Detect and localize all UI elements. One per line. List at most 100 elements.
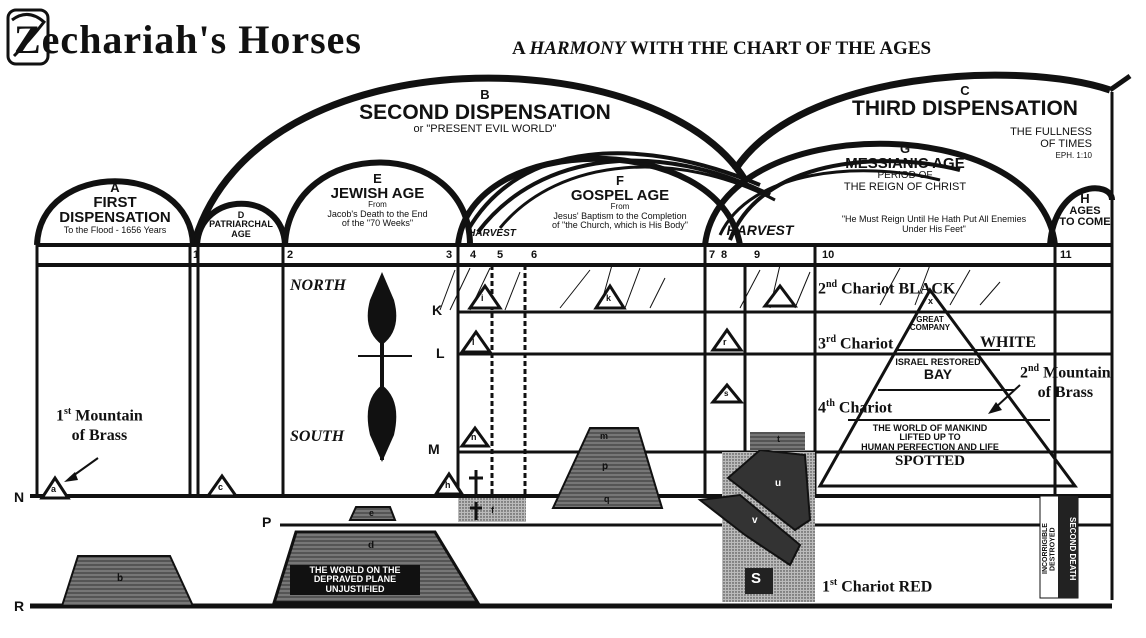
chariot2-sup: nd [826, 279, 838, 290]
messianic-quote-line2: Under His Feet" [902, 224, 966, 235]
third-note-line1: THE FULLNESS [1010, 126, 1092, 138]
compass-south: SOUTH [290, 428, 345, 445]
messianic-age-label: G MESSIANIC AGE PERIOD OF THE REIGN OF C… [800, 142, 1010, 193]
chariot1-text: Chariot RED [837, 578, 933, 596]
arch-third-dispensation [732, 71, 1112, 172]
chariot-2-black: 2nd Chariot BLACK [818, 279, 955, 298]
first-mountain-of-brass: 1st Mountain of Brass [56, 406, 143, 446]
harvest-label-2: HARVEST [726, 222, 794, 238]
second-mountain-of-brass: 2nd Mountain of Brass [1020, 363, 1111, 403]
chasm-u [726, 448, 812, 532]
figure-letter-r: r [723, 337, 727, 347]
figure-letter-v: v [752, 515, 758, 526]
cross-markers [469, 470, 483, 520]
column-number-1: 1 [193, 249, 200, 261]
third-note-ref: EPH. 1:10 [1055, 151, 1092, 161]
chasm-v [697, 493, 802, 567]
figure-letter-k: k [606, 293, 612, 303]
row-label-n: N [14, 489, 25, 505]
arch-jewish-age [282, 159, 473, 246]
figure-letter-s: s [724, 389, 729, 398]
second-dispensation-note: or "PRESENT EVIL WORLD" [413, 122, 557, 135]
chariot-3-white: WHITE [980, 334, 1037, 351]
column-number-3: 3 [446, 249, 453, 261]
row-label-p: P [262, 514, 272, 530]
compass-arrow [358, 272, 412, 462]
page-title: Zechariah's Horses [14, 17, 362, 62]
chariot1-num: 1 [822, 578, 830, 596]
mountain2-num: 2 [1020, 364, 1028, 382]
chariot-4: 4th Chariot [818, 398, 892, 417]
third-dispensation-label: C THIRD DISPENSATION [830, 84, 1100, 120]
figure-letter-p: p [602, 461, 609, 472]
jewish-note-line1: From [368, 200, 387, 210]
letter-e: E [373, 171, 382, 186]
mountain2-sup: nd [1028, 363, 1040, 374]
second-dispensation-label: B SECOND DISPENSATION or "PRESENT EVIL W… [330, 88, 640, 135]
chariot3-text: Chariot [836, 335, 894, 353]
column-number-5: 5 [497, 249, 504, 261]
patriarchal-line2: AGE [231, 228, 251, 239]
world-line1: THE WORLD OF MANKIND [872, 423, 988, 433]
plane-f [458, 498, 526, 522]
second-dispensation-name: SECOND DISPENSATION [359, 100, 611, 124]
subtitle-suffix: WITH THE CHART OF THE AGES [625, 38, 932, 59]
first-dispensation-line2: DISPENSATION [59, 209, 171, 227]
figure-letter-q: q [604, 494, 610, 504]
column-number-4: 4 [470, 249, 477, 261]
plane-e [348, 506, 397, 521]
chariot2-text: Chariot BLACK [837, 280, 956, 298]
jewish-note-line2: Jacob's Death to the End [327, 208, 428, 219]
gospel-note-line1: From [610, 202, 630, 212]
great-company-line1: GREAT [916, 315, 944, 324]
harvest-label-1: HARVEST [468, 228, 516, 239]
figure-letter-big-s: S [751, 570, 762, 587]
letter-h: H [1080, 191, 1090, 206]
bay-text: BAY [923, 366, 953, 383]
figure-letter-l: l [472, 337, 475, 347]
figure-letter-t: t [777, 434, 780, 444]
figure-letter-d: d [368, 540, 375, 551]
letter-g: G [899, 141, 911, 156]
chariot-1-red: 1st Chariot RED [822, 577, 932, 596]
column-number-11: 11 [1060, 249, 1072, 261]
third-note-line2: OF TIMES [1040, 138, 1092, 151]
great-company-label: GREAT COMPANY [900, 315, 960, 333]
column-number-8: 8 [721, 249, 728, 261]
compass-north: NORTH [290, 277, 346, 294]
chariot4-text: Chariot [834, 399, 893, 417]
chariot4-sup: th [826, 398, 835, 409]
figure-letter-m: m [600, 431, 609, 441]
mountain2-line3: of Brass [1037, 384, 1094, 402]
spotted-text: SPOTTED [894, 453, 966, 470]
chariot4-num: 4 [818, 399, 826, 417]
mountain1-line2: Mountain [71, 407, 143, 425]
column-number-6: 6 [531, 249, 538, 261]
row-label-r: R [14, 598, 25, 614]
column-number-7: 7 [709, 249, 716, 261]
gospel-age-label: F GOSPEL AGE From Jesus' Baptism to the … [530, 174, 710, 231]
great-company-line2: COMPANY [909, 323, 951, 333]
logo-ornament [6, 8, 50, 66]
plane-b [60, 555, 195, 607]
first-dispensation-label: A FIRST DISPENSATION To the Flood - 1656… [42, 181, 188, 236]
figure-letter-n: n [471, 432, 477, 442]
jewish-age-name: JEWISH AGE [330, 184, 425, 202]
figure-letter-e: e [369, 508, 375, 518]
third-dispensation-notes: THE FULLNESS OF TIMES EPH. 1:10 [990, 126, 1092, 161]
figure-letter-x: x [928, 296, 934, 306]
plane-text-line2: DEPRAVED PLANE UNJUSTIFIED [313, 574, 397, 594]
patriarchal-line1: PATRIARCHAL [209, 219, 273, 230]
figure-letter-h: h [445, 480, 451, 490]
world-line2: LIFTED UP TO [899, 432, 961, 443]
ages-to-come-line2: TO COME [1059, 216, 1111, 229]
triangle-markers [39, 283, 798, 500]
pyramid-outline [817, 287, 1078, 488]
figure-letter-i: i [481, 293, 484, 303]
patriarchal-age-label: D PATRIARCHAL AGE [200, 210, 282, 239]
figure-letter-b: b [117, 573, 124, 584]
letter-c: C [960, 83, 970, 98]
messianic-quote-line1: "He Must Reign Until He Hath Put All Ene… [841, 214, 1027, 224]
letter-f: F [616, 173, 624, 188]
